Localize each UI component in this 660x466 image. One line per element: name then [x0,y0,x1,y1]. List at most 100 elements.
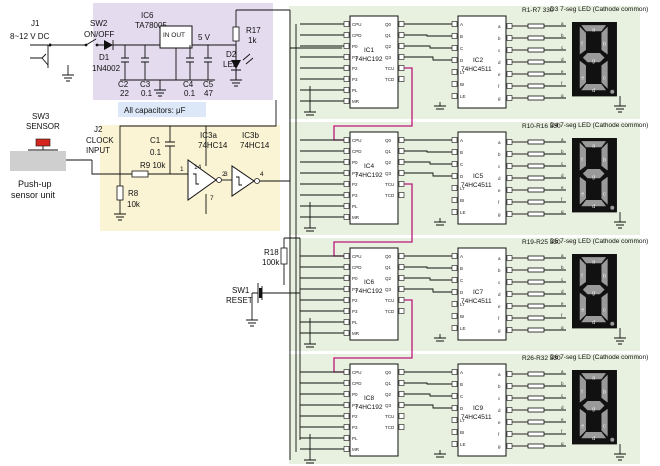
decoder-pin-label: LT [460,302,465,307]
decoder-chip [457,363,507,457]
segment-resistor [527,371,545,377]
pushup-label-1: Push-up [18,179,52,189]
decoder-pin [451,381,458,387]
counter-pin [343,275,350,281]
decoder-pin [451,69,458,75]
display-label: D6 7-seg LED (Cathode common) [550,354,648,361]
decoder-pin-label: D [460,58,464,63]
counter-pin-label: CPD [352,33,362,38]
decoder-pin [451,173,458,179]
counter-out-pin-label: Q2 [385,276,392,281]
counter-out-pin [398,43,405,49]
decoder-pin-label: BI [460,82,464,87]
ic3a-label: IC3a [200,131,217,140]
decoder-out-pin-label: d [498,292,501,297]
sw1-sub-label: RESET [226,296,253,305]
counter-chip [349,15,399,109]
decoder-out-pin [506,407,513,413]
decoder-out-pin-label: g [498,212,501,217]
decoder-pin-label: A [460,22,463,27]
counter-pin-label: P0 [352,44,358,49]
ground-symbol [304,86,316,116]
ic6-part-label: TA78005 [135,21,167,30]
ic3a-pin7: 7 [210,195,214,202]
counter-pin-label: MR [352,331,360,336]
decoder-out-pin-label: e [498,420,501,425]
segment-resistor [527,291,545,297]
segment-label: d [592,320,595,326]
counter-pin-label: P2 [352,182,358,187]
segment-label: d [592,204,595,210]
power-supply-panel [93,3,273,100]
decoder-label: IC9 [473,405,484,412]
decoder-out-pin [506,139,513,145]
decoder-out-pin [506,327,513,333]
counter-out-pin [398,192,405,198]
counter-out-pin-label: TCD [385,309,395,314]
v5-label: 5 V [198,33,211,42]
counter-out-pin [398,32,405,38]
ic3b-pin3: 3 [224,171,228,178]
ground-symbol [434,102,446,110]
ground-symbol [304,318,316,348]
segment-label: c [603,307,606,313]
counter-out-pin-label: TCD [385,425,395,430]
counter-out-pin-label: TCD [385,193,395,198]
counter-chip [349,131,399,225]
bcd-wire [404,161,452,165]
segment-label: d [592,88,595,94]
counter-label: IC1 [364,47,375,54]
counter-pin [343,181,350,187]
decoder-out-pin-label: c [498,48,501,53]
decoder-pin [451,417,458,423]
segment-label: a [592,143,595,149]
segment-e [579,60,586,89]
counter-out-pin [398,159,405,165]
counter-out-pin [398,413,405,419]
segment-resistor [527,395,545,401]
decoder-out-pin [506,47,513,53]
decoder-pin-label: B [460,266,463,271]
decoder-out-pin [506,83,513,89]
bcd-wire [404,288,452,293]
counter-pin-label: CPD [352,149,362,154]
counter-pin-label: P1 [352,55,358,60]
segment-label: b [603,41,606,47]
decoder-out-pin-label: c [498,164,501,169]
segment-resistor [527,279,545,285]
decoder-out-pin-label: b [498,152,501,157]
decoder-out-pin [506,151,513,157]
decoder-pin-label: D [460,406,464,411]
decoder-pin-label: C [460,394,464,399]
ic6-pins-label: IN OUT [163,32,185,39]
segment-label: g [592,290,595,296]
decimal-point [610,89,615,94]
decoder-out-pin [506,443,513,449]
segment-resistor [527,303,545,309]
r8-label: R8 [128,189,139,198]
segment-label: g [592,174,595,180]
decoder-out-pin-label: f [498,84,500,89]
segment-e [579,408,586,437]
counter-pin-label: P2 [352,298,358,303]
segment-label: e [581,423,584,429]
decoder-part-label: 74HC4511 [461,298,492,305]
segment-label: f [581,273,583,279]
c5-value: 47 [204,89,213,98]
decoder-pin-label: A [460,138,463,143]
counter-out-pin-label: Q0 [385,22,392,27]
decoder-out-pin [506,279,513,285]
decoder-out-pin [506,59,513,65]
counter-pin [343,192,350,198]
sw3-label: SW3 [32,112,50,121]
decoder-out-pin [506,35,513,41]
decoder-pin-label: C [460,162,464,167]
decoder-pin-label: LE [460,210,466,215]
segment-label: e [581,191,584,197]
d1-part-label: 1N4002 [92,64,121,73]
decoder-out-pin-label: f [498,316,500,321]
j1-label: J1 [31,19,40,28]
segment-label: e [581,75,584,81]
